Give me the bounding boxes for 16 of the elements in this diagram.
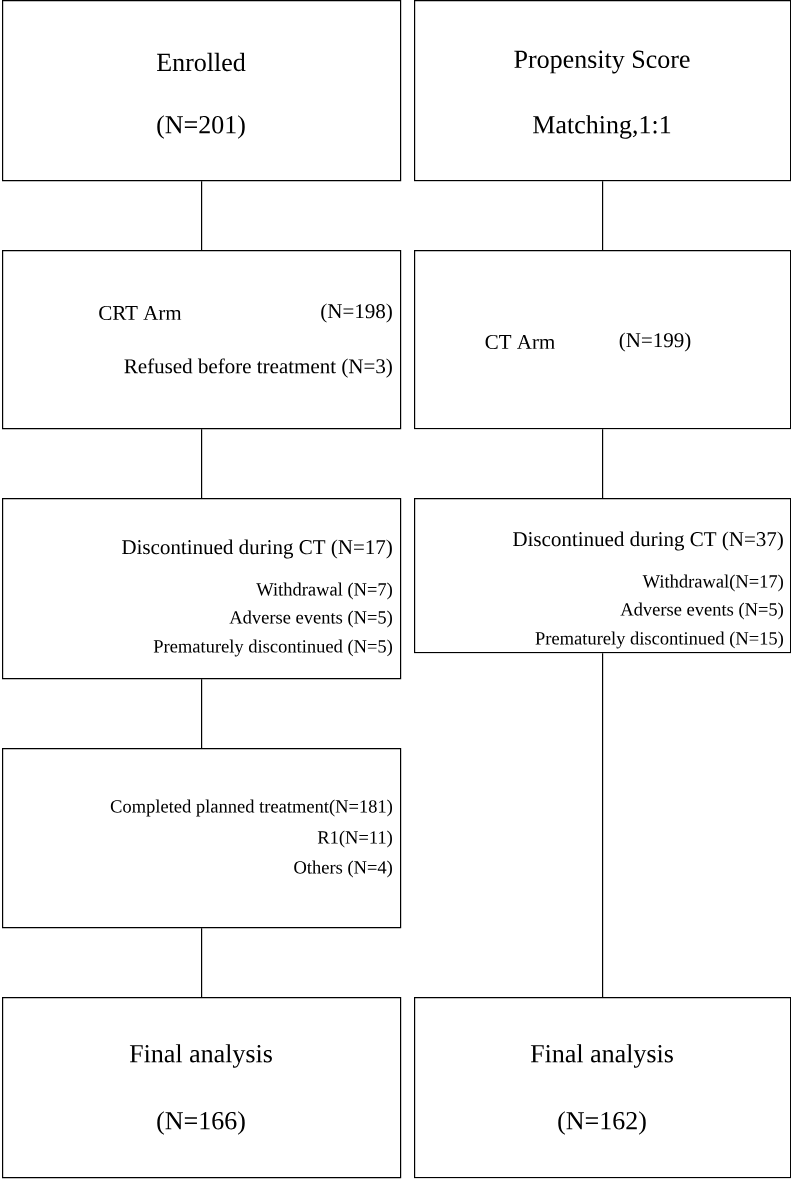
connector-line: [602, 428, 604, 499]
flow-box: Completed planned treatment(N=181) R1(N=11) Others (N=4): [2, 748, 402, 929]
flow-box: Discontinued during CT (N=37) Withdrawal(N=17) Adverse events (N=5) Prematurely discontinued (N=15): [414, 498, 791, 654]
flow-box: Final analysis (N=162): [414, 997, 791, 1179]
connector-line: [201, 180, 203, 251]
connector-line: [201, 678, 203, 749]
flow-box: Final analysis (N=166): [2, 997, 402, 1179]
flow-box: Enrolled (N=201): [2, 0, 402, 182]
connector-line: [201, 927, 203, 998]
flow-box: CT Arm (N=199): [414, 250, 791, 430]
connector-line: [602, 652, 604, 998]
connector-line: [201, 428, 203, 499]
connector-line: [602, 180, 604, 251]
flow-box: Propensity Score Matching,1:1: [414, 0, 791, 182]
flow-box: Discontinued during CT (N=17) Withdrawal (N=7) Adverse events (N=5) Prematurely discontinued (N=5): [2, 498, 402, 680]
flow-box: CRT Arm (N=198) Refused before treatment (N=3): [2, 250, 402, 430]
